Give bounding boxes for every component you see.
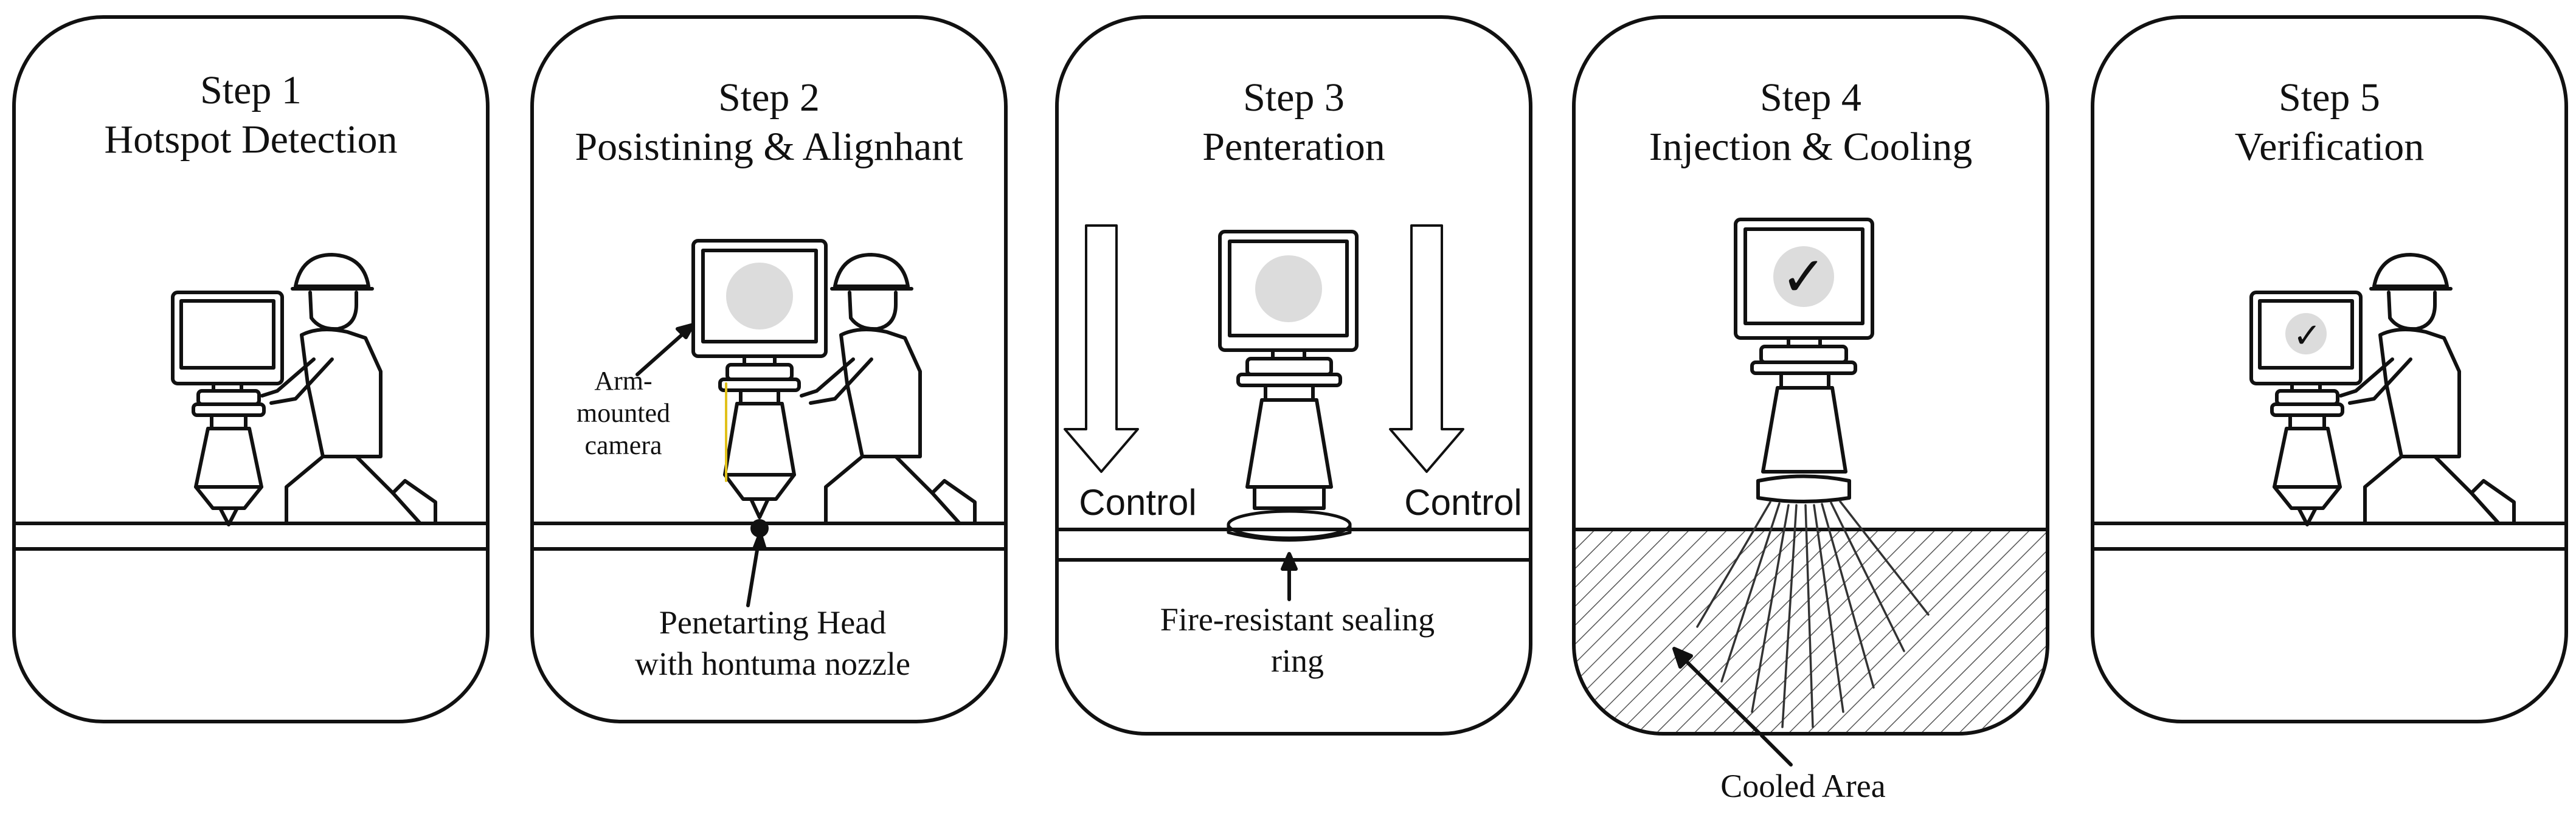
spray-jets (1696, 500, 1930, 728)
cooled-leader-line (1680, 655, 1761, 732)
worker-icon (260, 253, 437, 525)
step-4-illustration: ✓ (1576, 218, 2046, 732)
check-icon: ✓ (2293, 316, 2322, 356)
cooled-area-label: Cooled Area (1720, 768, 1886, 804)
target-circle (1255, 255, 1322, 322)
check-icon: ✓ (1781, 245, 1826, 309)
step-1-title: Step 1 Hotspot Detection (16, 66, 486, 164)
worker-icon (2339, 253, 2516, 525)
penetrator-device-icon (718, 363, 801, 519)
step-2-name: Posistining & Alignhant (575, 124, 963, 169)
camera-label: Arm- mounted camera (576, 366, 670, 460)
step-3-number: Step 3 (1243, 75, 1345, 120)
step-1-panel: Step 1 Hotspot Detection (12, 15, 490, 723)
step-2-number: Step 2 (718, 75, 820, 120)
target-circle (726, 263, 793, 329)
monitor-icon (1218, 230, 1359, 360)
step-1-name: Hotspot Detection (104, 117, 398, 162)
monitor-icon (171, 291, 284, 393)
arrowhead (752, 531, 767, 551)
step-3-title: Step 3 Penteration (1059, 74, 1529, 171)
penetrator-device-icon (192, 389, 266, 526)
step-3-name: Penteration (1202, 124, 1385, 169)
step-5-number: Step 5 (2279, 75, 2380, 120)
nozzle-head (1756, 474, 1851, 503)
step-2-title: Step 2 Posistining & Alignhant (534, 74, 1004, 171)
step-4-name: Injection & Cooling (1649, 124, 1973, 169)
step-1-illustration (16, 253, 486, 551)
control-label-left: Control (1079, 482, 1197, 523)
penetrator-device-icon (1227, 357, 1352, 542)
control-arrow-left (1064, 224, 1139, 473)
sealing-ring (1227, 509, 1352, 540)
cooled-leader-line-outer (1760, 734, 1793, 767)
step-4-panel: Step 4 Injection & Cooling (1572, 15, 2049, 736)
ring-label: Fire-resistant sealing ring (1160, 601, 1435, 679)
arrowhead (1672, 647, 1693, 669)
arrowhead (676, 323, 695, 339)
step-3-illustration (1059, 224, 1529, 601)
step-5-name: Verification (2234, 124, 2425, 169)
step-4-number: Step 4 (1760, 75, 1861, 120)
step-4-title: Step 4 Injection & Cooling (1576, 74, 2046, 171)
control-label-right: Control (1404, 482, 1522, 523)
head-label: Penetarting Head with hontuma nozzle (635, 604, 910, 682)
target-circle (2285, 313, 2327, 354)
monitor-icon (2249, 291, 2363, 393)
penetrator-device-icon (1750, 345, 1857, 503)
step-2-panel: Step 2 Posistining & Alignhant (530, 15, 1008, 723)
worker-icon (800, 253, 977, 525)
step-2-illustration (534, 239, 1004, 607)
monitor-icon (1734, 218, 1874, 348)
step-1-number: Step 1 (200, 68, 302, 112)
step-5-panel: Step 5 Verification (2091, 15, 2568, 723)
arrowhead (1281, 552, 1298, 571)
step-5-illustration: ✓ (2094, 253, 2564, 551)
control-arrow-right (1389, 224, 1464, 473)
step-5-title: Step 5 Verification (2094, 74, 2564, 171)
target-circle (1773, 246, 1834, 307)
step-3-panel: Step 3 Penteration (1055, 15, 1532, 736)
monitor-icon (691, 239, 828, 367)
penetrator-device-icon (2270, 389, 2344, 526)
